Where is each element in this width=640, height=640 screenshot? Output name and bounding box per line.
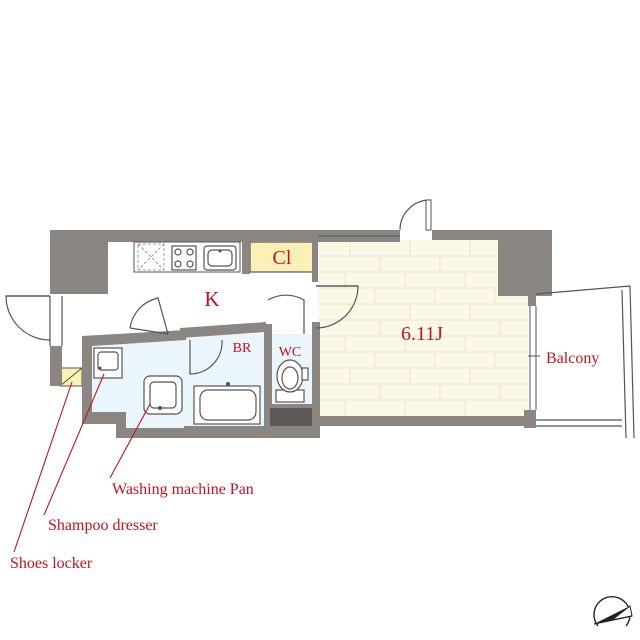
windows — [318, 235, 540, 410]
entrance-door — [5, 295, 63, 346]
balcony-label: Balcony — [546, 350, 599, 367]
stove-icon — [171, 245, 197, 271]
top-door — [399, 199, 432, 231]
shoes-locker-leader — [13, 381, 73, 553]
shoes-locker-label: Shoes locker — [10, 555, 93, 572]
main-room-label: 6.11J — [401, 323, 443, 345]
toilet-lower-fill — [270, 408, 312, 426]
shampoo-dresser-label: Shampoo dresser — [48, 517, 158, 534]
toilet-icon — [275, 359, 309, 403]
washing-machine-pan-label: Washing machine Pan — [112, 481, 254, 498]
washing-machine-pan-icon — [143, 375, 183, 415]
main-room-floor — [318, 240, 528, 416]
kitchen-label: K — [204, 287, 219, 311]
main-room-floor-boards — [318, 240, 528, 416]
north-arrow-icon — [593, 596, 633, 627]
main-room-door — [315, 285, 359, 329]
bathroom-label: BR — [233, 341, 252, 356]
bathtub-icon — [193, 382, 261, 425]
kitchen-sink-icon — [203, 245, 237, 271]
balcony-outline — [535, 285, 635, 439]
bathroom-door — [189, 339, 223, 375]
closet-label: Cl — [273, 247, 292, 269]
shampoo-dresser-leader — [43, 373, 105, 516]
shampoo-dresser-icon — [93, 347, 123, 379]
refrigerator-space — [137, 243, 165, 271]
washing-machine-leader — [109, 403, 151, 479]
toilet-door — [267, 294, 305, 334]
washroom-door — [129, 297, 169, 335]
toilet-label: WC — [279, 345, 302, 360]
